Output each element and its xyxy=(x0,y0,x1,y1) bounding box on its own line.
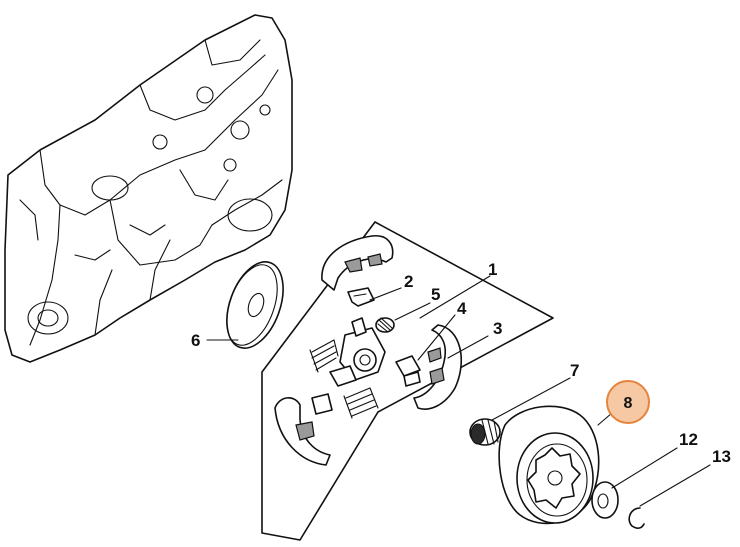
clutch-spring-left xyxy=(309,339,339,373)
label-part-1: 1 xyxy=(488,260,497,279)
clutch-shoe-top xyxy=(321,235,394,291)
clutch-shoe-bottom xyxy=(274,393,333,466)
label-part-5: 5 xyxy=(431,285,440,304)
part-13-e-clip xyxy=(628,507,645,529)
crankcase-housing xyxy=(4,14,293,363)
part-12-washer xyxy=(591,481,619,519)
label-part-2: 2 xyxy=(404,272,413,291)
part-2-carrier-clip xyxy=(347,287,375,307)
leader-lines xyxy=(206,275,711,507)
label-part-8: 8 xyxy=(624,395,633,412)
part-8-clutch-drum xyxy=(498,405,600,525)
callout-part-8[interactable]: 8 xyxy=(606,380,650,424)
clutch-assembly-outline xyxy=(261,221,554,541)
part-7-needle-bearing xyxy=(469,418,501,446)
part-4-clip xyxy=(395,355,421,387)
part-3-clutch-shoe xyxy=(413,324,463,410)
label-part-4: 4 xyxy=(457,299,467,318)
label-part-6: 6 xyxy=(191,331,200,350)
part-labels: 1 2 3 4 5 6 7 12 13 xyxy=(191,260,731,466)
part-5-spring xyxy=(375,317,395,333)
callout-circle[interactable] xyxy=(606,380,650,424)
label-part-3: 3 xyxy=(493,319,502,338)
clutch-carrier-hub xyxy=(329,317,386,387)
label-part-12: 12 xyxy=(679,430,698,449)
part-6-washer xyxy=(226,261,284,349)
label-part-13: 13 xyxy=(712,447,731,466)
clutch-spring-bottom xyxy=(343,387,379,419)
label-part-7: 7 xyxy=(570,361,579,380)
